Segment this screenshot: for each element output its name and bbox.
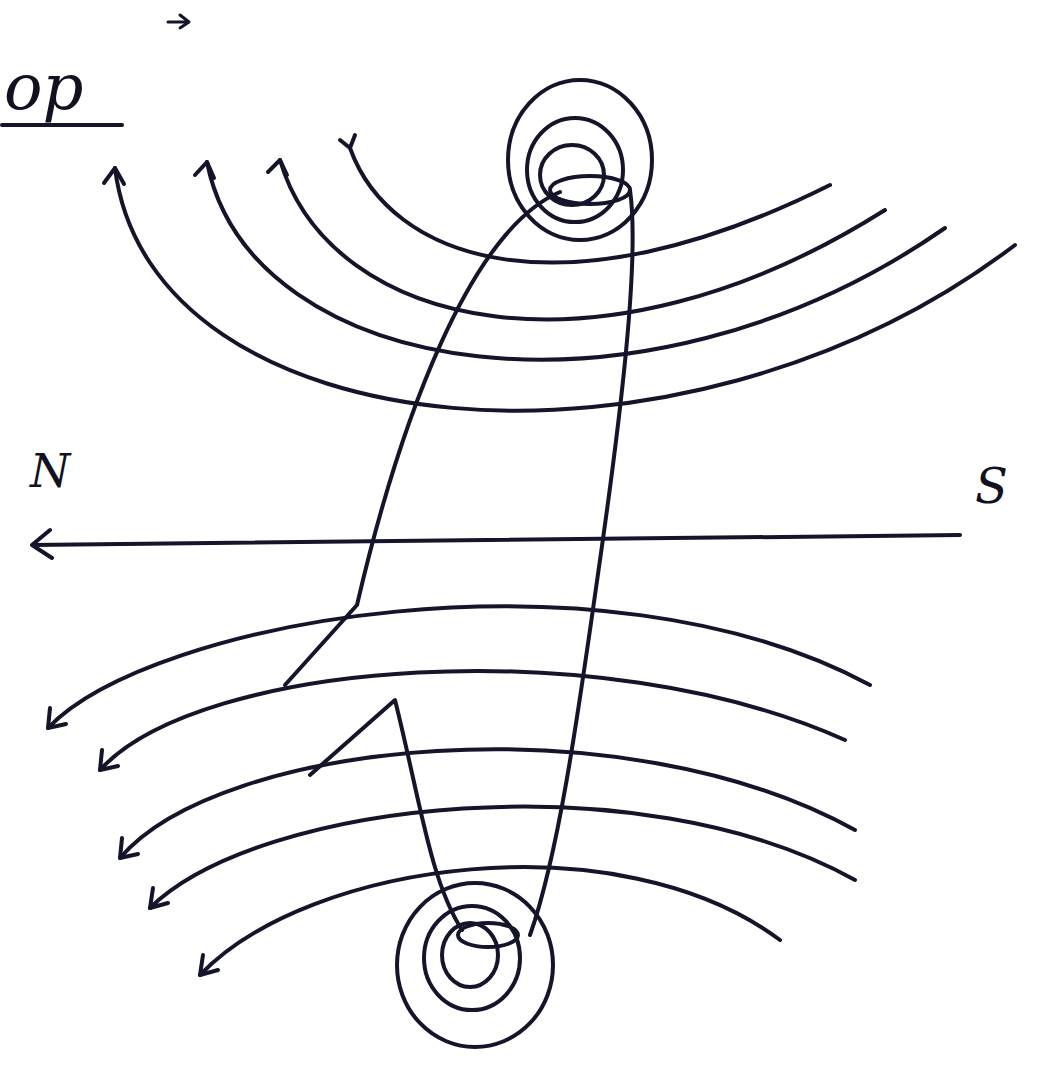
small-arrow (168, 15, 189, 28)
south-pole-label: S (975, 462, 1008, 510)
heading-fragment: op (4, 55, 84, 119)
underline (2, 123, 122, 127)
field-lines-lower (48, 606, 870, 975)
wire-field-circles-bottom (397, 883, 553, 1047)
north-pole-label: N (30, 448, 70, 494)
field-lines-upper (104, 135, 1015, 411)
axis-line (32, 530, 960, 558)
